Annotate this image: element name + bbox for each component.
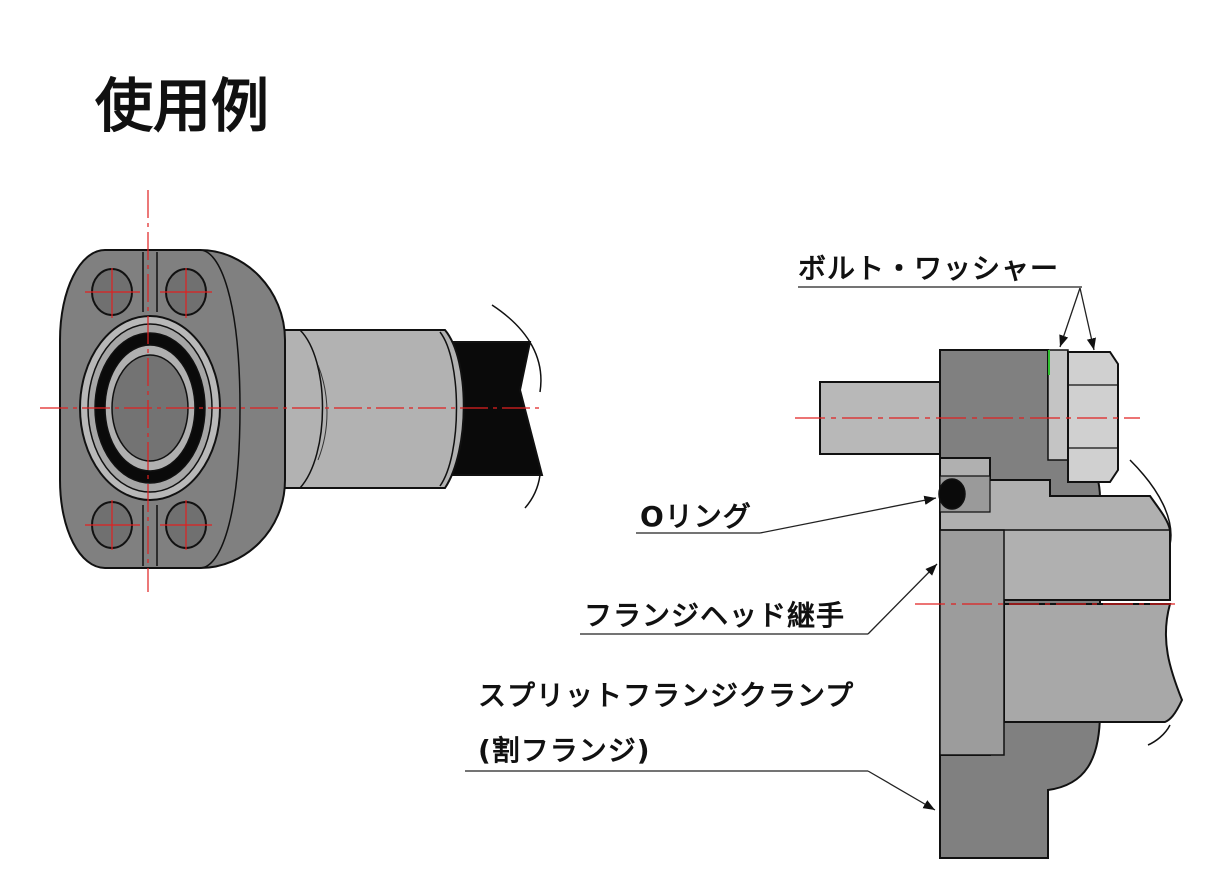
label-split-flange-clamp: スプリットフランジクランプ (割フランジ): [465, 679, 936, 811]
label-o-ring-text: Oリング: [640, 500, 752, 533]
label-o-ring: Oリング: [636, 495, 937, 534]
label-bolt-washer-text: ボルト・ワッシャー: [798, 252, 1059, 285]
label-bolt-washer: ボルト・ワッシャー: [798, 252, 1096, 351]
flange-head-fitting-section: [938, 457, 1184, 756]
section-view: [795, 349, 1184, 859]
label-flange-head-fitting: フランジヘッド継手: [580, 563, 938, 635]
front-view: [40, 190, 544, 592]
section-center-lines: [795, 417, 1175, 605]
fitting-body: [274, 329, 465, 489]
label-split-flange-clamp-text: スプリットフランジクランプ: [478, 679, 854, 712]
front-center-lines: [40, 190, 540, 592]
label-flange-head-fitting-text: フランジヘッド継手: [584, 599, 845, 632]
split-flange-front: [59, 249, 286, 569]
page-title: 使用例: [95, 72, 269, 140]
o-ring: [938, 478, 966, 510]
label-split-flange-clamp-sub: (割フランジ): [478, 734, 651, 767]
